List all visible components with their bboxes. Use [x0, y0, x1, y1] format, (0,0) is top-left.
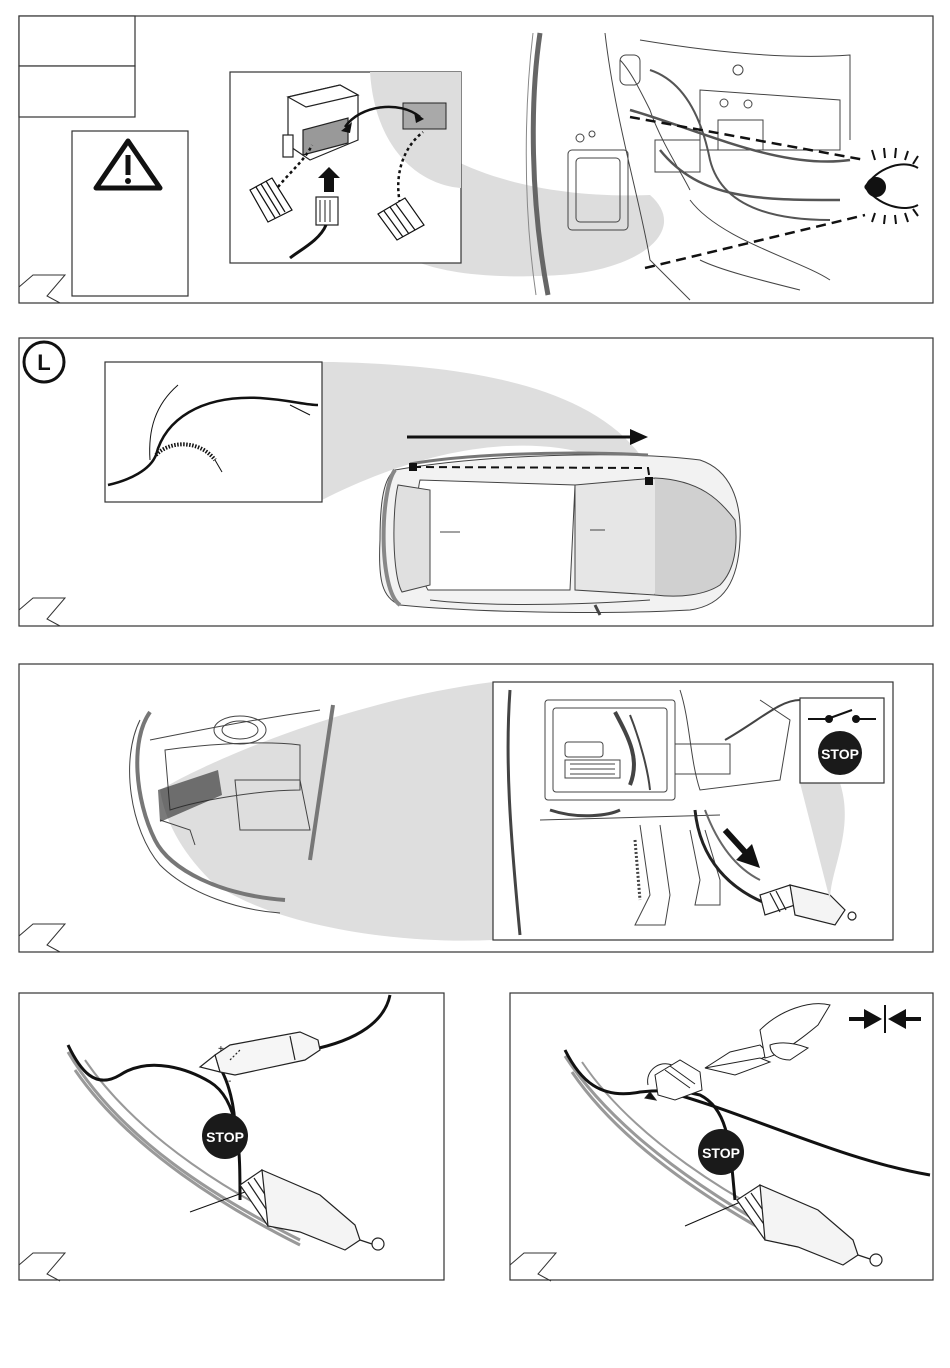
car-top-view — [380, 453, 741, 615]
stop-sign-icon: STOP — [818, 731, 862, 775]
panel-2: L — [19, 338, 933, 626]
target-location — [403, 103, 446, 129]
cigarette-lighter-plug — [737, 1185, 882, 1266]
arrow-right-icon — [630, 429, 648, 445]
sightline-top — [630, 117, 865, 160]
page-corner-mark — [510, 1253, 556, 1281]
sightline-bottom — [645, 215, 865, 268]
panel-4: + - STOP — [19, 993, 444, 1281]
eye-icon — [865, 148, 918, 224]
panel-3: STOP — [19, 664, 933, 952]
step-sub-box — [19, 66, 135, 117]
page-corner-mark — [19, 1253, 65, 1281]
inset-box-wiring — [105, 362, 322, 502]
page-corner-mark — [19, 598, 65, 626]
stop-label: STOP — [206, 1129, 244, 1145]
cigarette-lighter-plug — [240, 1170, 384, 1250]
stop-sign-icon: STOP — [202, 1113, 248, 1159]
left-side-badge-icon: L — [24, 342, 64, 382]
callout-cone — [160, 682, 493, 941]
route-start-marker — [409, 463, 417, 471]
side-badge-label: L — [37, 350, 50, 375]
stop-sign-icon: STOP — [698, 1129, 744, 1175]
page-corner-mark — [19, 275, 65, 303]
stop-label: STOP — [821, 746, 859, 762]
page-corner-mark — [19, 924, 65, 952]
panel-1 — [19, 16, 933, 303]
route-end-marker — [645, 477, 653, 485]
crimp-arrows-icon — [849, 1005, 921, 1033]
pliers-hand — [705, 1004, 830, 1075]
step-number-box — [19, 16, 135, 66]
tester-mark-plus: + — [218, 1044, 224, 1055]
stop-label: STOP — [702, 1145, 740, 1161]
tester-mark-minus: - — [228, 1076, 231, 1087]
panel-5: STOP — [510, 993, 933, 1281]
